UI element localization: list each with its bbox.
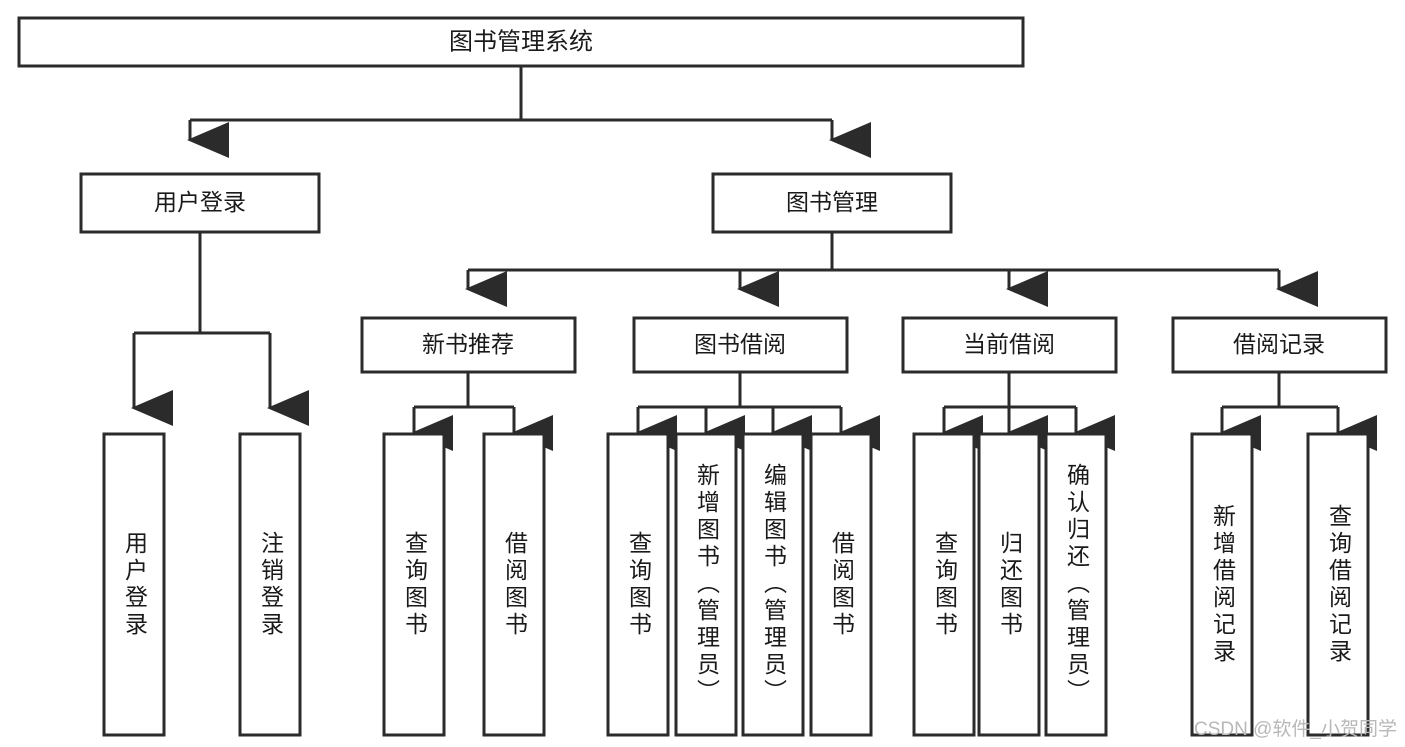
leaf-box-user-login[interactable] <box>102 432 166 737</box>
connector-new-book-rec-leaves <box>411 372 553 451</box>
connector-user-login-leaves <box>131 232 309 426</box>
csdn-watermark: CSDN @软件_小贺同学 <box>1194 719 1397 740</box>
connector-book-borrow-leaves <box>635 372 880 451</box>
leaf-box-query-record[interactable] <box>1306 432 1370 737</box>
node-user-login-label: 用户登录 <box>154 189 246 215</box>
node-user-login-box[interactable] <box>79 172 321 234</box>
node-borrow-record-label: 借阅记录 <box>1233 331 1325 357</box>
node-book-manage-label: 图书管理 <box>786 189 878 215</box>
node-user-login[interactable]: 用户登录 <box>79 172 321 234</box>
node-root-label: 图书管理系统 <box>449 28 593 55</box>
connector-book-manage-bus <box>465 232 1318 307</box>
leaf-box-edit-book[interactable] <box>741 432 805 737</box>
node-book-borrow-label: 图书借阅 <box>694 331 786 357</box>
node-book-borrow[interactable]: 图书借阅 <box>632 316 849 374</box>
connector-root-bus <box>187 66 871 158</box>
leaf-box-query-book-2[interactable] <box>606 432 670 737</box>
leaf-box-add-book[interactable] <box>674 432 738 737</box>
leaf-box-add-record[interactable] <box>1190 432 1254 737</box>
leaf-box-confirm-return[interactable] <box>1044 432 1108 737</box>
leaf-box-borrow-book-2[interactable] <box>809 432 873 737</box>
leaf-box-user-logout[interactable] <box>238 432 302 737</box>
connector-borrow-record-leaves <box>1219 372 1377 451</box>
node-new-book-rec-box[interactable] <box>360 316 577 374</box>
node-current-borrow[interactable]: 当前借阅 <box>901 316 1118 374</box>
node-new-book-rec[interactable]: 新书推荐 <box>360 316 577 374</box>
node-root-box[interactable] <box>17 16 1025 68</box>
leaf-box-query-book-1[interactable] <box>382 432 446 737</box>
node-book-manage[interactable]: 图书管理 <box>711 172 953 234</box>
leaf-box-borrow-book-1[interactable] <box>482 432 546 737</box>
leaf-box-return-book[interactable] <box>977 432 1041 737</box>
node-borrow-record[interactable]: 借阅记录 <box>1171 316 1388 374</box>
node-current-borrow-label: 当前借阅 <box>963 331 1055 357</box>
node-new-book-rec-label: 新书推荐 <box>422 331 514 357</box>
leaf-box-query-book-3[interactable] <box>912 432 976 737</box>
node-root[interactable]: 图书管理系统 <box>17 16 1025 68</box>
node-current-borrow-box[interactable] <box>901 316 1118 374</box>
connector-current-borrow-leaves <box>941 372 1115 451</box>
